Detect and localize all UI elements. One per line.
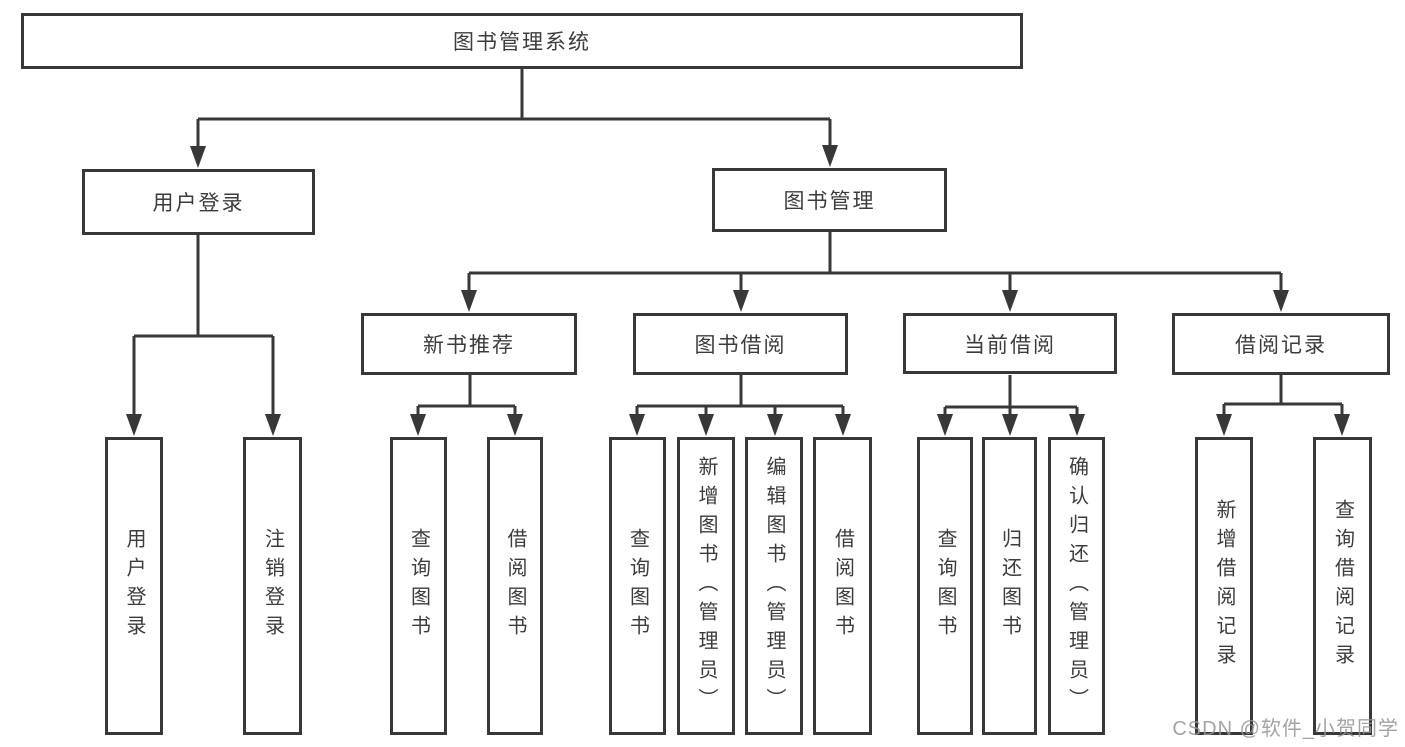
arrowheads xyxy=(126,145,1350,436)
node-library-management-system: 图书管理系统 xyxy=(21,13,1023,69)
node-leaf-logout: 注销登录 xyxy=(243,437,302,735)
node-new-book-recommendation: 新书推荐 xyxy=(361,313,577,375)
node-leaf-confirm-return-admin: 确认归还（管理员） xyxy=(1048,437,1105,735)
node-book-management: 图书管理 xyxy=(712,168,947,232)
node-leaf-borrow-books-borrowing: 借阅图书 xyxy=(813,437,872,735)
node-leaf-query-books-recommend: 查询图书 xyxy=(390,437,447,735)
node-borrowing-records: 借阅记录 xyxy=(1172,313,1390,375)
node-leaf-user-login: 用户登录 xyxy=(105,437,163,735)
node-user-login: 用户登录 xyxy=(82,169,315,235)
node-leaf-add-book-admin: 新增图书（管理员） xyxy=(677,437,735,735)
node-leaf-query-borrow-record: 查询借阅记录 xyxy=(1313,437,1372,735)
node-leaf-add-borrow-record: 新增借阅记录 xyxy=(1195,437,1253,735)
node-leaf-return-books: 归还图书 xyxy=(982,437,1037,735)
node-leaf-query-books-borrowing: 查询图书 xyxy=(609,437,666,735)
node-leaf-borrow-books-recommend: 借阅图书 xyxy=(487,437,543,735)
csdn-watermark: CSDN @软件_小贺同学 xyxy=(1172,718,1399,740)
node-current-borrowing: 当前借阅 xyxy=(903,313,1117,374)
node-leaf-edit-book-admin: 编辑图书（管理员） xyxy=(745,437,803,735)
node-book-borrowing: 图书借阅 xyxy=(633,313,848,375)
node-leaf-query-books-current: 查询图书 xyxy=(917,437,973,735)
